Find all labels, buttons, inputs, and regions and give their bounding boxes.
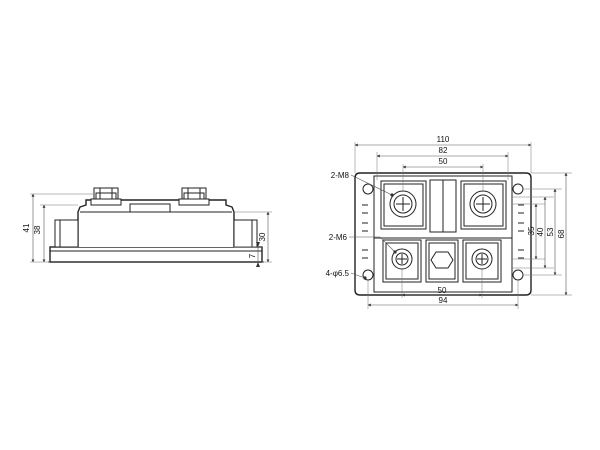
dim-50-top-label: 50 — [439, 157, 448, 166]
side-base-plate — [49, 246, 263, 263]
dim-53-label: 53 — [546, 227, 555, 236]
dim-50-bottom-label: 50 — [438, 286, 447, 295]
terminal-m8-right — [460, 180, 507, 230]
callout-holes-label: 4-φ6.5 — [326, 269, 350, 278]
side-terminal-left — [90, 187, 122, 206]
callout-holes-leader — [350, 272, 366, 279]
side-terminal-right — [178, 187, 210, 206]
dim-82-label: 82 — [439, 146, 448, 155]
dim-68-label: 68 — [557, 229, 566, 238]
side-view: 41 38 30 7 — [22, 187, 272, 267]
dim-7-label: 7 — [248, 253, 257, 258]
side-housing — [77, 199, 235, 247]
top-view: 110 82 50 50 94 35 40 53 68 — [326, 135, 572, 309]
terminal-m8-left — [380, 180, 427, 230]
mounting-hole-tr — [512, 183, 524, 195]
dim-94-label: 94 — [439, 296, 448, 305]
side-end-lug-left — [54, 219, 79, 248]
dim-41-label: 41 — [22, 223, 31, 232]
dim-35-label: 35 — [527, 226, 536, 235]
callout-m6-label: 2-M6 — [329, 233, 348, 242]
dim-38-label: 38 — [33, 225, 42, 234]
dim-110-label: 110 — [437, 135, 450, 144]
center-hex-nut — [425, 239, 459, 283]
mounting-hole-tl — [362, 183, 374, 195]
callout-m8-label: 2-M8 — [331, 171, 350, 180]
side-end-lug-right — [233, 219, 258, 248]
dim-40-label: 40 — [536, 227, 545, 236]
top-inner-housing — [373, 175, 513, 293]
callout-m8-leader — [350, 174, 393, 196]
dim-30-label: 30 — [258, 232, 267, 241]
